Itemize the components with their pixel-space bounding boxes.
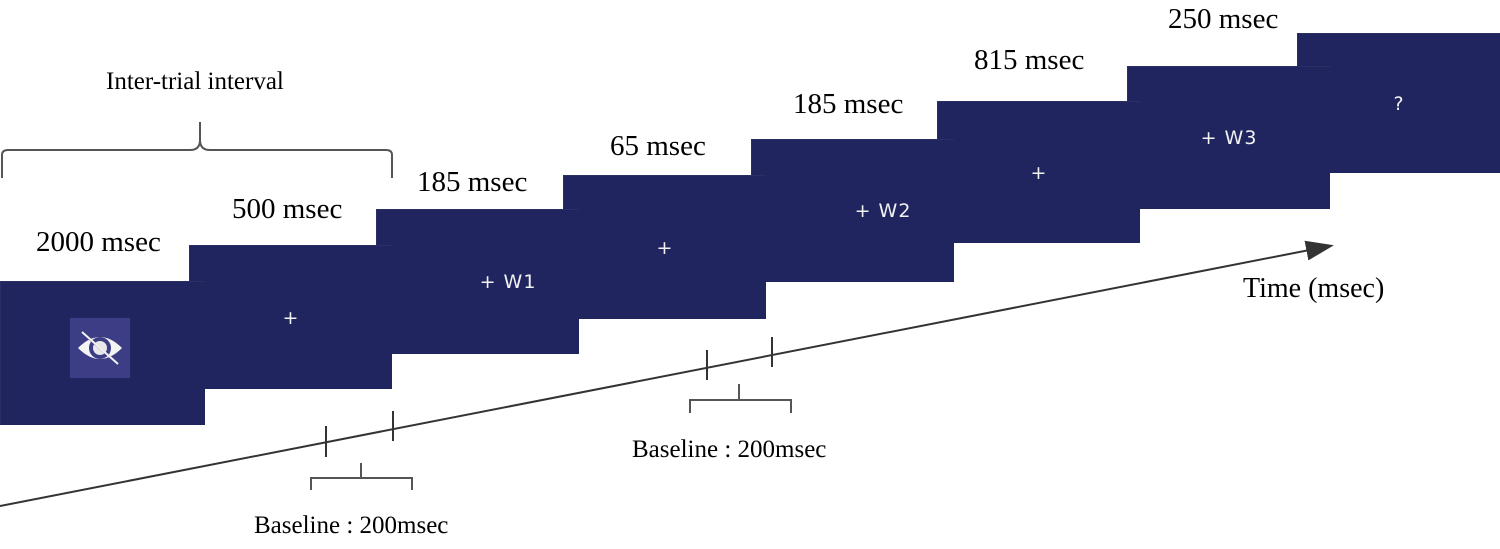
eye-icon [78,331,122,365]
screen-w2: + W2 [751,139,954,282]
screen-fixation-3-content: + [1030,161,1048,184]
baseline-2-bracket [689,384,792,413]
screen-w1: + W1 [376,209,579,354]
screen-w2-content: + W2 [854,200,912,222]
eye-box [70,318,130,378]
screen-w3: + W3 [1127,66,1330,209]
duration-label-3: 185 msec [417,166,528,198]
time-axis-arrow [0,240,1334,507]
duration-label-4: 65 msec [610,130,706,162]
screen-fixation-3: + [937,101,1140,243]
screen-fixation-2-content: + [656,236,674,259]
screen-fixation-1: + [189,245,392,389]
baseline-label-1: Baseline : 200msec [254,512,449,539]
screen-w1-content: + W1 [479,271,537,293]
screen-fixation-1-content: + [282,306,300,329]
baseline-label-2: Baseline : 200msec [632,436,827,463]
screen-question-content: ? [1393,92,1405,115]
screen-fixation-2: + [563,175,766,319]
duration-label-2: 500 msec [232,193,343,225]
time-axis-label: Time (msec) [1243,273,1385,304]
duration-label-5: 185 msec [793,88,904,120]
inter-trial-bracket [1,122,393,178]
screen-w3-content: + W3 [1200,127,1258,149]
duration-label-6: 815 msec [974,44,1085,76]
inter-trial-label: Inter-trial interval [106,68,284,95]
screen-question: ? [1297,33,1500,173]
duration-label-1: 2000 msec [36,226,161,258]
baseline-1-bracket [310,463,413,490]
duration-label-7: 250 msec [1168,3,1279,35]
